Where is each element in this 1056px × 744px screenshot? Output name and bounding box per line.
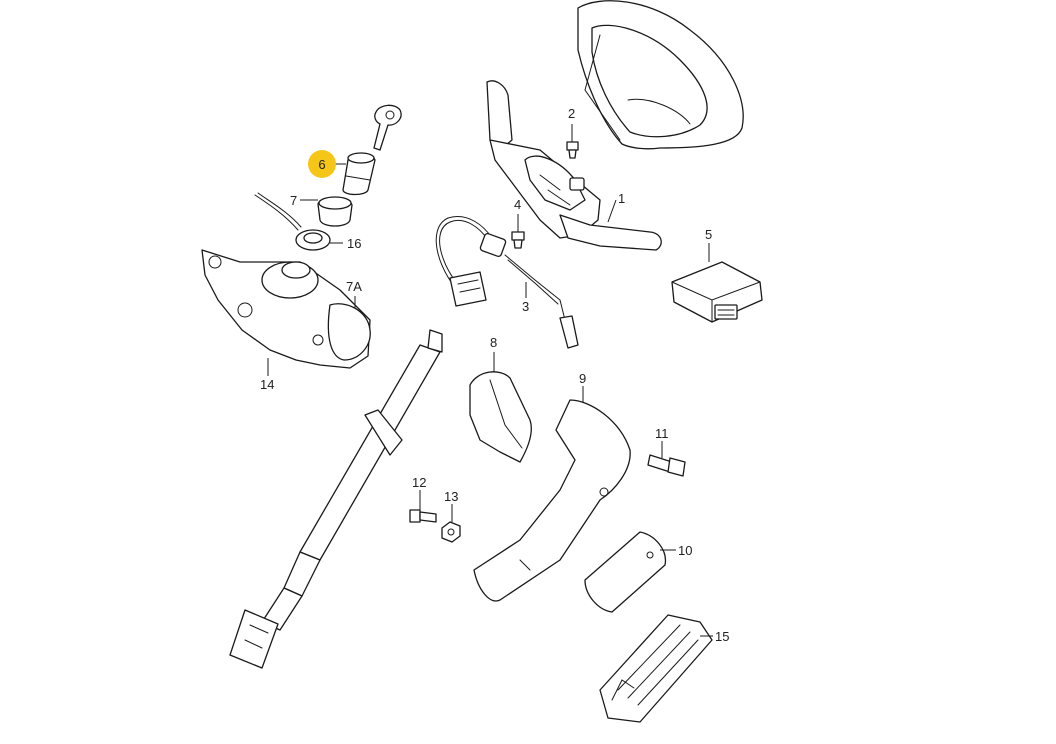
callout-3[interactable]: 3 [522,299,530,314]
combination-switch[interactable] [486,80,662,251]
connector-plug[interactable] [449,271,487,307]
trim-cover-9[interactable] [473,399,631,602]
nut-13[interactable] [441,521,461,543]
leader-lines [267,124,713,637]
callout-1[interactable]: 1 [618,191,626,206]
lever-cable-3[interactable] [435,216,579,349]
screw-12[interactable] [409,509,437,523]
callout-6: 6 [318,156,326,172]
callout-16[interactable]: 16 [347,236,362,251]
steering-wheel[interactable] [577,0,744,150]
trim-cover-8[interactable] [469,371,532,463]
control-unit-5[interactable] [671,261,763,323]
callout-15[interactable]: 15 [715,629,730,644]
screw-2[interactable] [566,141,579,159]
callout-6-highlight[interactable]: 6 [308,150,336,178]
callout-2[interactable]: 2 [568,106,576,121]
callout-10[interactable]: 10 [678,543,693,558]
callout-12[interactable]: 12 [412,475,427,490]
callout-11[interactable]: 11 [655,426,669,441]
callout-9[interactable]: 9 [579,371,587,386]
callout-8[interactable]: 8 [490,335,498,350]
callout-5[interactable]: 5 [705,227,713,242]
callout-7a[interactable]: 7A [346,279,362,294]
screw-11[interactable] [647,454,686,477]
ring-16[interactable] [254,192,331,251]
lock-cylinder-6[interactable] [342,152,376,196]
cover-cap-10[interactable] [584,531,667,613]
bracket-15[interactable] [599,614,713,723]
callout-14[interactable]: 14 [260,377,275,392]
lock-housing-14[interactable] [201,249,371,369]
ring-7[interactable] [317,196,353,227]
callout-7[interactable]: 7 [290,193,298,208]
screw-4[interactable] [511,231,525,249]
ignition-key[interactable] [373,104,402,151]
steering-column-shaft[interactable] [229,329,443,669]
callout-4[interactable]: 4 [514,197,522,212]
callout-13[interactable]: 13 [444,489,459,504]
